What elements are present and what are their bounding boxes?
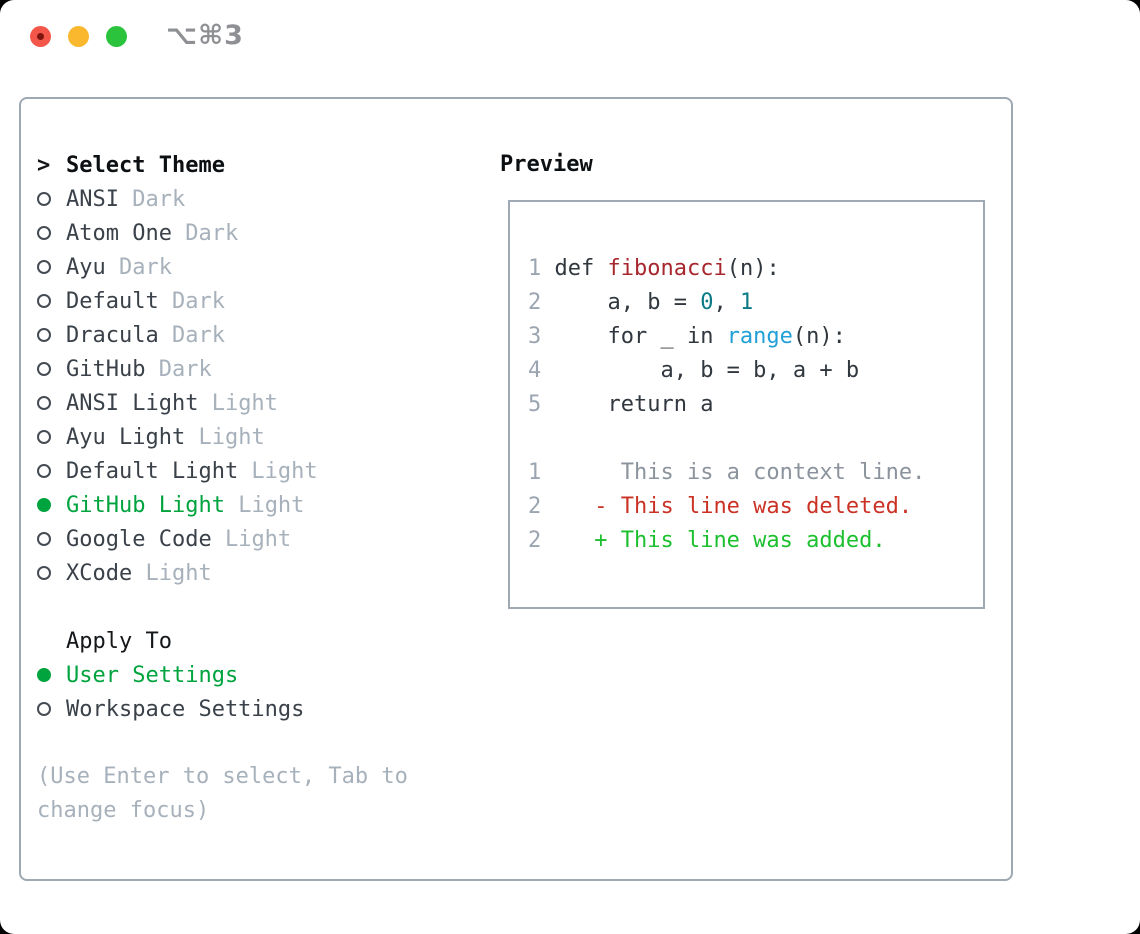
select-theme-header-row: > Select Theme [37, 148, 477, 182]
option-label: ANSI Light [66, 390, 199, 416]
theme-option[interactable]: Ayu Dark [37, 250, 477, 284]
theme-option[interactable]: XCode Light [37, 556, 477, 590]
option-variant-label: Dark [105, 254, 172, 280]
radio-slot [37, 328, 66, 342]
apply-to-option[interactable]: User Settings [37, 658, 477, 692]
radio-slot [37, 532, 66, 546]
radio-icon [37, 362, 51, 376]
radio-slot [37, 396, 66, 410]
option-variant-label: Light [185, 424, 265, 450]
code-line: 1 def fibonacci(n): [528, 256, 780, 281]
code-line: 2 - This line was deleted. [528, 494, 913, 519]
option-variant-label: Dark [158, 288, 225, 314]
radio-icon [37, 192, 51, 206]
option-label: Dracula [66, 322, 159, 348]
radio-icon [37, 396, 51, 410]
theme-option[interactable]: Ayu Light Light [37, 420, 477, 454]
radio-icon [37, 430, 51, 444]
option-variant-label: Light [132, 560, 212, 586]
option-variant-label: Light [238, 458, 318, 484]
theme-option[interactable]: GitHub Dark [37, 352, 477, 386]
radio-slot [37, 566, 66, 580]
radio-slot [37, 430, 66, 444]
apply-to-header-row: Apply To [37, 624, 477, 658]
option-label: User Settings [66, 662, 239, 688]
radio-icon [37, 226, 51, 240]
code-line: 2 a, b = 0, 1 [528, 290, 754, 315]
option-variant-label: Dark [158, 322, 225, 348]
minimize-button[interactable] [68, 26, 89, 47]
spacer [37, 590, 477, 624]
theme-option[interactable]: Google Code Light [37, 522, 477, 556]
radio-icon [37, 260, 51, 274]
option-variant-label: Dark [145, 356, 212, 382]
option-label: Ayu Light [66, 424, 186, 450]
radio-slot [37, 702, 66, 716]
theme-option[interactable]: ANSI Dark [37, 182, 477, 216]
option-label: ANSI [66, 186, 119, 212]
radio-icon [37, 566, 51, 580]
option-variant-label: Light [198, 390, 278, 416]
window-shortcut-label: ⌥⌘3 [166, 20, 244, 51]
radio-slot [37, 464, 66, 478]
radio-slot [37, 260, 66, 274]
theme-option[interactable]: Default Dark [37, 284, 477, 318]
option-variant-label: Light [224, 492, 305, 518]
radio-selected-icon [37, 668, 51, 682]
select-theme-title: Select Theme [66, 152, 225, 178]
radio-slot [37, 362, 66, 376]
cursor-icon: > [37, 152, 51, 178]
spacer [37, 726, 477, 760]
radio-slot [37, 192, 66, 206]
radio-icon [37, 532, 51, 546]
radio-icon [37, 294, 51, 308]
radio-selected-icon [37, 498, 51, 512]
option-label: Ayu [66, 254, 106, 280]
apply-to-title: Apply To [66, 628, 172, 654]
theme-option[interactable]: ANSI Light Light [37, 386, 477, 420]
radio-slot [37, 294, 66, 308]
option-variant-label: Light [211, 526, 292, 552]
radio-icon [37, 702, 51, 716]
close-button[interactable] [30, 26, 51, 47]
option-label: GitHub [66, 356, 146, 382]
radio-slot [37, 226, 66, 240]
option-variant-label: Dark [118, 186, 186, 212]
code-line: 5 return a [528, 392, 714, 417]
theme-option[interactable]: GitHub Light Light [37, 488, 477, 522]
code-line: 1 This is a context line. [528, 460, 926, 485]
option-label: Default Light [66, 458, 239, 484]
theme-option[interactable]: Default Light Light [37, 454, 477, 488]
option-label: Default [66, 288, 159, 314]
theme-option[interactable]: Atom One Dark [37, 216, 477, 250]
help-text: (Use Enter to select, Tab to change focu… [37, 764, 408, 823]
code-preview-box: 1 def fibonacci(n): 2 a, b = 0, 1 3 for _ … [508, 200, 985, 609]
apply-to-option[interactable]: Workspace Settings [37, 692, 477, 726]
radio-icon [37, 464, 51, 478]
code-line: 3 for _ in range(n): [528, 324, 846, 349]
option-label: Google Code [66, 526, 212, 552]
theme-option[interactable]: Dracula Dark [37, 318, 477, 352]
code-line: 4 a, b = b, a + b [528, 358, 860, 383]
preview-title: Preview [500, 152, 593, 177]
radio-icon [37, 328, 51, 342]
code-line [528, 422, 965, 456]
option-variant-label: Dark [171, 220, 239, 246]
radio-slot [37, 668, 66, 682]
zoom-button[interactable] [106, 26, 127, 47]
radio-slot [37, 498, 66, 512]
option-label: GitHub Light [66, 492, 225, 518]
option-label: Workspace Settings [66, 696, 305, 722]
code-line: 2 + This line was added. [528, 528, 886, 553]
option-label: Atom One [66, 220, 172, 246]
option-label: XCode [66, 560, 133, 586]
